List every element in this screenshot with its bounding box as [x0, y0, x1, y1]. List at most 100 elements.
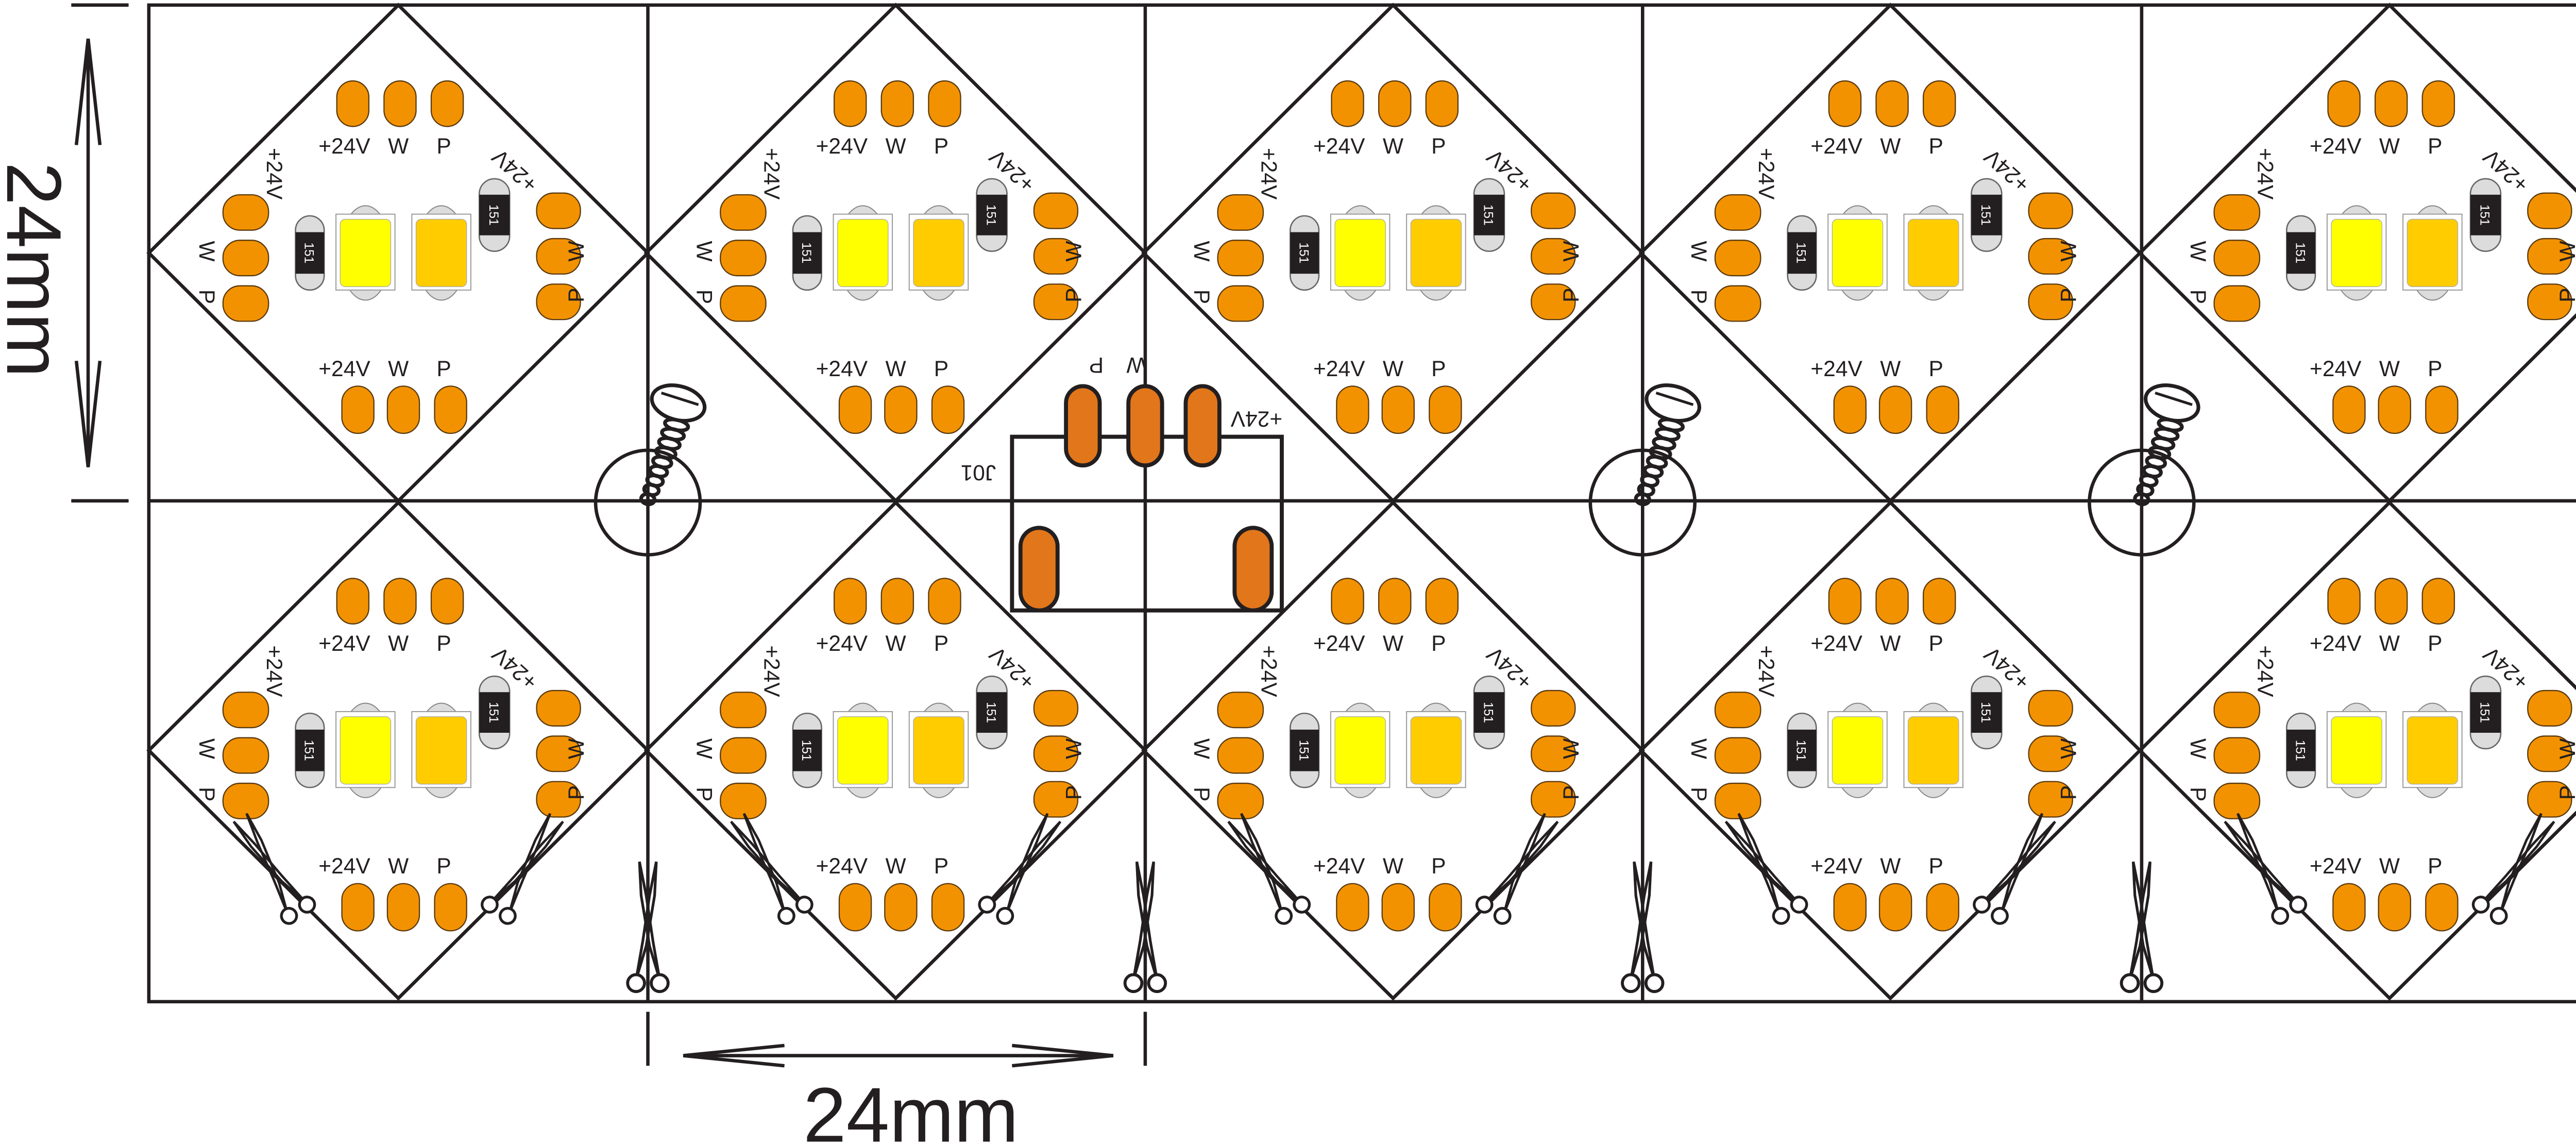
- solder-pad-bottom: [838, 385, 872, 434]
- solder-pad-right: [536, 192, 581, 229]
- pad-label-top: P: [1431, 631, 1446, 656]
- solder-pad-left: [1217, 782, 1264, 819]
- solder-pad-left: [222, 194, 269, 231]
- scissors-icon: [225, 808, 317, 927]
- scissors-icon: [1474, 808, 1567, 927]
- screw-thread: [1634, 492, 1651, 507]
- resistor-code: 151: [799, 242, 813, 263]
- solder-pad-bottom: [1336, 883, 1369, 932]
- scissors-icon: [2470, 808, 2563, 927]
- solder-pad-bottom: [2425, 883, 2459, 932]
- pad-label-top: +24V: [318, 631, 370, 656]
- pad-label-right: P: [1559, 785, 1584, 800]
- solder-pad-left: [222, 692, 269, 729]
- resistor-band: [2470, 692, 2501, 733]
- pad-label-left: P: [691, 290, 716, 304]
- resistor-band: [2470, 194, 2501, 235]
- resistor-band: [479, 194, 510, 235]
- pad-label-top: W: [1880, 134, 1901, 159]
- pad-label-left: P: [2185, 290, 2210, 304]
- pad-label-bottom: +24V: [816, 854, 868, 879]
- pad-label-right: P: [564, 785, 589, 800]
- solder-pad-left: [1714, 285, 1761, 322]
- resistor-band: [1474, 692, 1504, 733]
- solder-pad-right: [1531, 238, 1576, 275]
- module-outline: [1638, 500, 2143, 1001]
- solder-pad-right: [2028, 735, 2073, 772]
- solder-pad-top: [928, 80, 961, 127]
- pad-label-bottom: W: [388, 357, 409, 381]
- resistor-code: 151: [302, 242, 316, 263]
- resistor-code: 151: [1978, 205, 1992, 226]
- pad-label-top: +24V: [816, 134, 868, 159]
- resistor-code: 151: [1481, 702, 1495, 723]
- pad-label-top: +24V: [1810, 134, 1862, 159]
- pad-label-top: P: [934, 631, 948, 656]
- solder-pad-bottom: [434, 385, 467, 434]
- screw-thread: [639, 492, 657, 507]
- pad-label-top: W: [885, 631, 906, 656]
- pad-label-left: W: [1189, 241, 1214, 262]
- solder-pad-left: [1714, 737, 1761, 774]
- solder-pad-left: [222, 285, 269, 322]
- scissors-icon: [722, 808, 815, 927]
- pad-label-left: +24V: [759, 645, 784, 697]
- pad-label-right: P: [2056, 288, 2081, 302]
- solder-pad-bottom: [1429, 385, 1462, 434]
- pad-label-top: W: [388, 134, 409, 159]
- solder-pad-left: [1217, 692, 1264, 729]
- solder-pad-right: [536, 689, 581, 727]
- solder-pad-top: [1378, 80, 1412, 127]
- solder-pad-bottom: [2332, 385, 2366, 434]
- led-cool-white: [340, 218, 392, 287]
- solder-pad-top: [1922, 80, 1956, 127]
- solder-pad-right: [2527, 283, 2572, 321]
- pad-label-left: W: [691, 738, 716, 759]
- pad-label-bottom: W: [885, 357, 906, 381]
- solder-pad-right: [2028, 781, 2073, 818]
- pad-label-left: +24V: [1257, 148, 1281, 200]
- solder-pad-bottom: [1336, 385, 1369, 434]
- pad-label-right: P: [564, 288, 589, 302]
- pad-label-bottom: P: [436, 357, 451, 381]
- solder-pad-right: [536, 735, 581, 772]
- pad-label-top: +24V: [1313, 134, 1365, 159]
- solder-pad-top: [2375, 578, 2408, 625]
- solder-pad-top: [430, 80, 464, 127]
- screw-slot: [660, 391, 699, 406]
- resistor-band: [1474, 194, 1504, 235]
- resistor-code: 151: [1296, 740, 1310, 761]
- pad-label-top: W: [1880, 631, 1901, 656]
- solder-pad-left: [1714, 782, 1761, 819]
- led-warm-white: [2406, 218, 2459, 287]
- pad-label-bottom: P: [1928, 357, 1943, 381]
- pad-label-top: W: [1383, 631, 1403, 656]
- solder-pad-top: [833, 80, 867, 127]
- solder-pad-left: [2213, 194, 2261, 231]
- solder-pad-top: [336, 578, 370, 625]
- solder-pad-left: [2213, 782, 2261, 819]
- resistor-code: 151: [2293, 740, 2307, 761]
- resistor-code: 151: [1794, 242, 1808, 263]
- solder-pad-top: [1828, 578, 1862, 625]
- solder-pad-bottom: [2378, 883, 2412, 932]
- solder-pad-top: [1425, 80, 1459, 127]
- solder-pad-top: [383, 80, 417, 127]
- solder-pad-bottom: [1381, 385, 1415, 434]
- solder-pad-bottom: [341, 883, 375, 932]
- solder-pad-right: [1531, 735, 1576, 772]
- pad-label-left: P: [194, 787, 219, 801]
- solder-pad-left: [720, 737, 767, 774]
- solder-pad-left: [222, 737, 269, 774]
- solder-pad-right: [1531, 283, 1576, 321]
- pad-label-right: W: [2555, 241, 2576, 262]
- solder-pad-right: [536, 781, 581, 818]
- screw-hole: [594, 448, 702, 557]
- screw-slot: [2155, 391, 2193, 406]
- pad-label-left: W: [194, 738, 219, 759]
- horizontal-dimension: 24mm: [646, 1012, 1147, 1145]
- led-warm-white: [913, 218, 964, 287]
